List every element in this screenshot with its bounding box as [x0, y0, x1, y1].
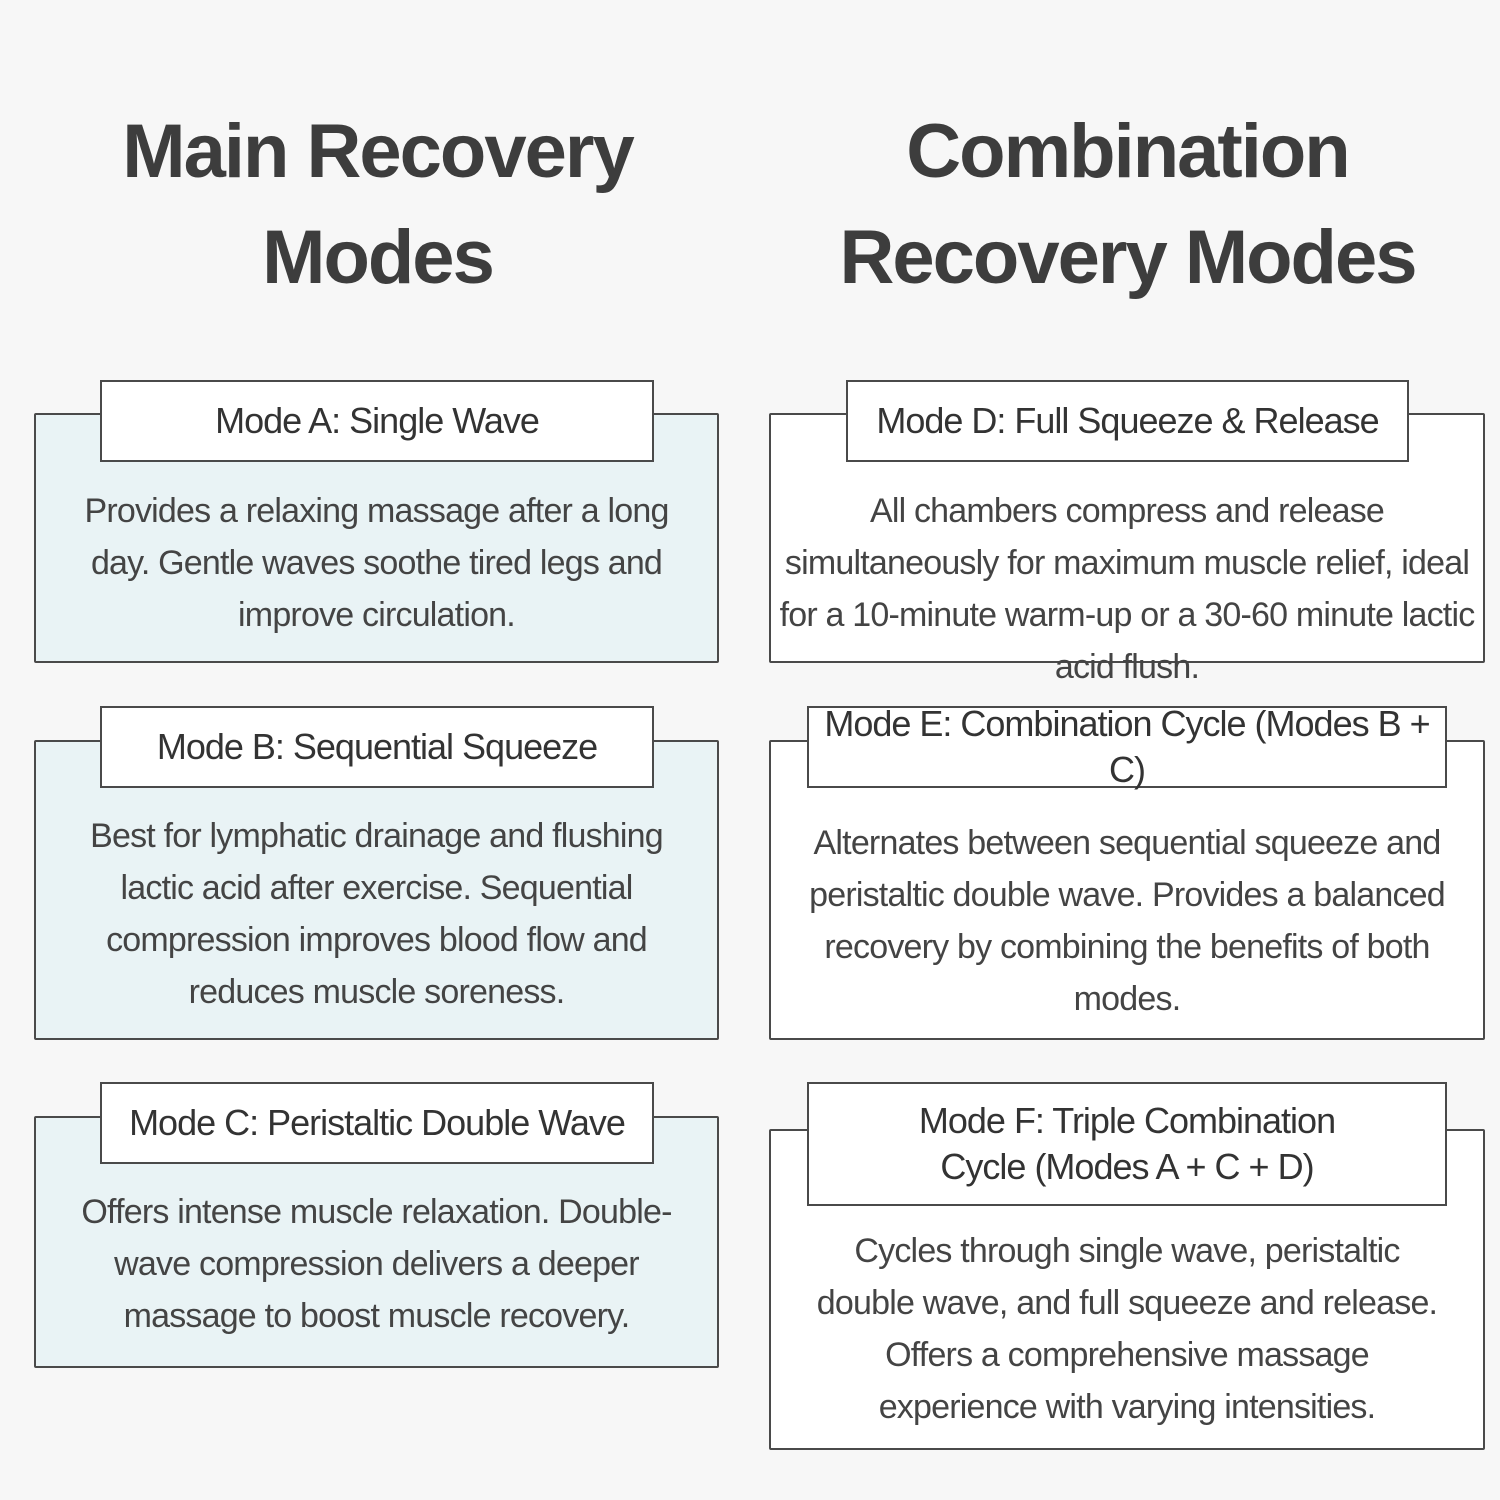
mode-f-title-line2: Cycle (Modes A + C + D)	[940, 1146, 1314, 1187]
combination-modes-heading-line2: Recovery Modes	[839, 215, 1417, 300]
mode-c-title-tab: Mode C: Peristaltic Double Wave	[100, 1082, 654, 1164]
mode-d-title: Mode D: Full Squeeze & Release	[876, 400, 1379, 441]
mode-b-description: Best for lymphatic drainage and flushing…	[90, 817, 664, 1011]
mode-a-title: Mode A: Single Wave	[215, 400, 540, 441]
mode-f-title-line1: Mode F: Triple Combination	[918, 1100, 1336, 1141]
combination-modes-heading-line1: Combination	[906, 109, 1350, 194]
mode-f-title-tab: Mode F: Triple Combination Cycle (Modes …	[807, 1082, 1447, 1206]
main-modes-heading-line1: Main Recovery	[122, 109, 634, 194]
mode-e-title-tab: Mode E: Combination Cycle (Modes B + C)	[807, 703, 1447, 790]
mode-c-title: Mode C: Peristaltic Double Wave	[129, 1102, 626, 1143]
mode-a-description: Provides a relaxing massage after a long…	[84, 492, 669, 634]
mode-d-title-tab: Mode D: Full Squeeze & Release	[846, 380, 1409, 462]
mode-b-card: Best for lymphatic drainage and flushing…	[34, 740, 719, 1040]
mode-b-title: Mode B: Sequential Squeeze	[156, 726, 598, 767]
mode-f-description: Cycles through single wave, peristaltic …	[816, 1232, 1438, 1426]
main-modes-heading-line2: Modes	[262, 215, 495, 300]
mode-a-title-tab: Mode A: Single Wave	[100, 380, 654, 462]
mode-e-card: Alternates between sequential squeeze an…	[769, 740, 1485, 1040]
mode-e-description: Alternates between sequential squeeze an…	[809, 824, 1446, 1018]
combination-modes-heading: Combination Recovery Modes	[790, 100, 1465, 310]
mode-c-description: Offers intense muscle relaxation. Double…	[81, 1193, 672, 1335]
mode-d-description: All chambers compress and release simult…	[779, 492, 1476, 686]
mode-e-title: Mode E: Combination Cycle (Modes B + C)	[824, 703, 1430, 790]
main-modes-heading: Main Recovery Modes	[60, 100, 695, 310]
mode-b-title-tab: Mode B: Sequential Squeeze	[100, 706, 654, 788]
